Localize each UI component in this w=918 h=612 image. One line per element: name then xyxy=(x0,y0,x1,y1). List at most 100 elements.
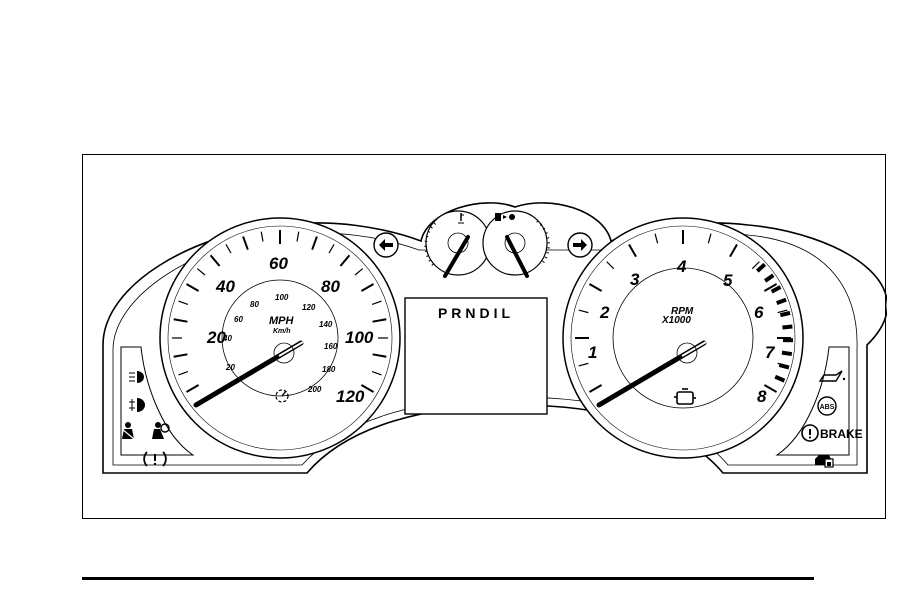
speedo-unit-kmh: Km/h xyxy=(273,328,291,335)
speedo-tick xyxy=(296,231,300,242)
tach-tick xyxy=(578,362,589,367)
fog-lamp-icon xyxy=(129,398,145,412)
tach-label-2: 2 xyxy=(599,303,610,322)
speedo-tick xyxy=(173,318,188,323)
speedo-mph-20: 20 xyxy=(206,328,226,347)
seatbelt-icon xyxy=(121,422,135,440)
speedo-tick xyxy=(242,236,249,251)
redline-mark xyxy=(781,350,793,357)
page-divider-rule xyxy=(82,577,814,580)
speedo-kmh-140: 140 xyxy=(319,320,333,329)
tachometer: 1 2 3 4 5 6 7 8 RPM X1000 xyxy=(562,217,804,459)
speedo-tick xyxy=(185,283,200,292)
abs-icon: ABS xyxy=(817,396,837,416)
tach-tick xyxy=(763,283,778,292)
tach-tick xyxy=(628,243,637,258)
airbag-icon xyxy=(152,422,170,439)
fuel-gauge xyxy=(482,210,551,278)
tach-label-8: 8 xyxy=(757,387,767,406)
tach-label-4: 4 xyxy=(676,257,687,276)
speedometer: 20 40 60 80 100 120 20 40 60 80 100 120 … xyxy=(159,217,401,459)
redline-mark xyxy=(770,285,782,294)
speedo-tick xyxy=(178,370,189,376)
speedo-tick xyxy=(371,370,382,376)
speedo-mph-120: 120 xyxy=(336,387,365,406)
speedo-kmh-120: 120 xyxy=(302,303,316,312)
redline-mark xyxy=(774,374,786,383)
speedo-tick xyxy=(196,268,206,276)
speedo-tick xyxy=(311,236,318,251)
coolant-temperature-icon xyxy=(458,213,464,224)
speedo-mph-60: 60 xyxy=(269,254,288,273)
fuel-pump-icon xyxy=(495,213,515,221)
tach-unit-rpm: RPM xyxy=(671,306,694,317)
brake-warning-icon: BRAKE xyxy=(801,424,863,442)
headlamp-icon xyxy=(129,371,144,383)
speedo-tick xyxy=(372,353,387,358)
speedo-tick xyxy=(360,283,375,292)
cruise-control-icon xyxy=(275,389,289,403)
speedo-mph-80: 80 xyxy=(321,277,340,296)
tach-tick xyxy=(578,309,589,314)
speedo-kmh-180: 180 xyxy=(322,365,336,374)
speedo-tick xyxy=(372,318,387,323)
redline-mark xyxy=(763,273,775,283)
redline-mark xyxy=(776,297,787,306)
speedo-mph-100: 100 xyxy=(345,328,374,347)
speedo-tick xyxy=(354,268,364,276)
speedo-tick xyxy=(225,244,232,254)
tach-tick xyxy=(763,384,778,393)
gear-display-frame xyxy=(404,297,548,415)
tach-label-7: 7 xyxy=(765,343,776,362)
speedo-tick xyxy=(209,254,221,267)
speedo-mph-40: 40 xyxy=(215,277,235,296)
tach-tick xyxy=(654,233,659,244)
speedo-kmh-100: 100 xyxy=(275,293,289,302)
speedo-tick xyxy=(178,300,189,306)
speedo-kmh-160: 160 xyxy=(324,342,338,351)
redline-mark xyxy=(782,324,793,330)
redline-mark xyxy=(755,262,767,273)
speedo-tick xyxy=(360,384,375,393)
left-turn-signal xyxy=(373,232,399,258)
speedo-kmh-200: 200 xyxy=(307,385,322,394)
tach-label-1: 1 xyxy=(588,343,597,362)
brake-label: BRAKE xyxy=(820,427,863,441)
gear-indicator: PRNDIL xyxy=(438,305,514,321)
svg-text:ABS: ABS xyxy=(820,404,835,411)
speedo-tick xyxy=(173,353,188,358)
speedo-kmh-80: 80 xyxy=(250,300,259,309)
speedo-tick xyxy=(260,231,264,242)
oil-pressure-icon xyxy=(818,370,846,382)
tach-label-3: 3 xyxy=(630,270,640,289)
left-arrow-icon xyxy=(379,239,393,251)
tach-tick xyxy=(729,243,738,258)
redline-marks xyxy=(755,262,794,383)
tach-label-5: 5 xyxy=(723,271,733,290)
tach-tick xyxy=(777,309,788,314)
tach-label-6: 6 xyxy=(754,303,764,322)
speedo-kmh-20: 20 xyxy=(225,363,235,372)
tach-tick xyxy=(588,384,603,393)
security-icon xyxy=(815,455,834,468)
tach-tick xyxy=(707,233,712,244)
right-arrow-icon xyxy=(573,239,587,251)
redline-mark xyxy=(778,362,790,370)
speedo-tick xyxy=(339,254,351,267)
speedo-unit-mph: MPH xyxy=(269,315,295,327)
check-engine-icon xyxy=(674,388,696,405)
redline-mark xyxy=(779,310,791,318)
speedo-tick xyxy=(371,300,382,306)
tach-tick xyxy=(588,283,603,292)
speedo-tick xyxy=(185,384,200,393)
tach-tick xyxy=(751,261,760,270)
speedo-kmh-40: 40 xyxy=(222,334,232,343)
right-turn-signal xyxy=(567,232,593,258)
speedo-tick xyxy=(328,244,335,254)
tach-tick xyxy=(606,261,615,270)
speedo-kmh-60: 60 xyxy=(234,315,243,324)
temperature-gauge xyxy=(424,210,491,278)
tire-pressure-icon xyxy=(143,451,167,467)
tach-unit-x1000: X1000 xyxy=(661,315,691,326)
instrument-cluster-frame: 20 40 60 80 100 120 20 40 60 80 100 120 … xyxy=(82,154,887,519)
